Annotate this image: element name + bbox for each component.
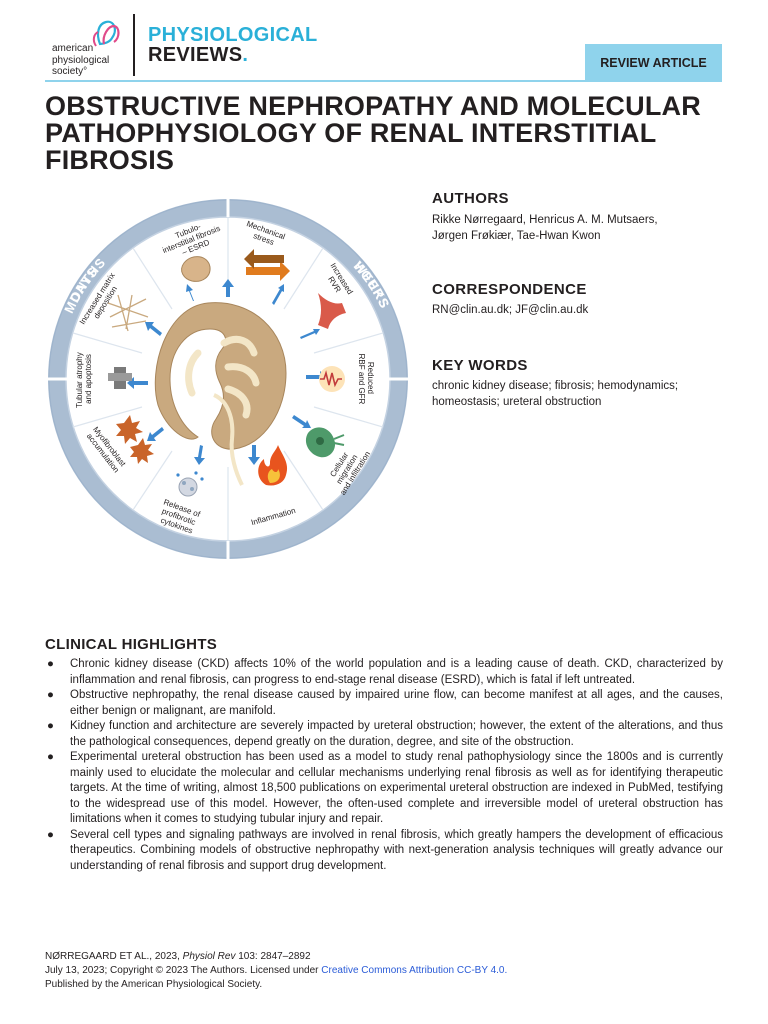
article-title: OBSTRUCTIVE NEPHROPATHY AND MOLECULAR PA… — [45, 91, 701, 175]
publisher-line: Published by the American Physiological … — [45, 979, 263, 990]
journal-name-line2: REVIEWS. — [148, 44, 248, 67]
highlight-text: Obstructive nephropathy, the renal disea… — [70, 689, 723, 717]
society-logo-icon — [92, 20, 120, 47]
authors-heading: AUTHORS — [432, 190, 509, 207]
keywords-line: homeostasis; ureteral obstruction — [432, 396, 602, 408]
flow-wave-icon — [319, 366, 345, 392]
label-reduced-rbf: Reduced RBF and GFR — [357, 354, 375, 405]
correspondence-emails[interactable]: RN@clin.au.dk; JF@clin.au.dk — [432, 304, 589, 316]
highlights-heading: CLINICAL HIGHLIGHTS — [45, 636, 218, 653]
keywords-list: chronic kidney disease; fibrosis; hemody… — [432, 378, 732, 410]
bullet: ● — [47, 689, 54, 701]
keywords-heading: KEY WORDS — [432, 357, 528, 374]
migrating-cell-icon — [305, 427, 345, 458]
constricted-vessel-icon — [318, 293, 346, 329]
bullet: ● — [47, 720, 54, 732]
authors-line: Jørgen Frøkiær, Tae-Hwan Kwon — [432, 230, 601, 242]
highlights-list: ● Chronic kidney disease (CKD) affects 10… — [45, 657, 723, 874]
kidney-icon — [154, 302, 287, 486]
graphical-abstract: MONTHS HOURS DAYS WEEKS — [48, 193, 408, 565]
license-link[interactable]: Creative Commons Attribution CC-BY 4.0. — [321, 965, 508, 976]
header-rule — [45, 80, 722, 82]
citation-authors: NØRREGAARD ET AL., 2023, — [45, 951, 180, 962]
list-item: ● Kidney function and architecture are se… — [45, 719, 723, 750]
journal-name-line1: PHYSIOLOGICAL — [148, 24, 318, 46]
citation-line: NØRREGAARD ET AL., 2023, Physiol Rev 103… — [45, 950, 507, 964]
list-item: ● Obstructive nephropathy, the renal dise… — [45, 688, 723, 719]
label-tubular-atrophy: Tubular atrophy and apoptosis — [75, 350, 93, 408]
list-item: ● Chronic kidney disease (CKD) affects 10… — [45, 657, 723, 688]
list-item: ● Several cell types and signaling pathwa… — [45, 828, 723, 875]
highlight-text: Chronic kidney disease (CKD) affects 10%… — [70, 658, 723, 686]
citation-footer: NØRREGAARD ET AL., 2023, Physiol Rev 103… — [45, 950, 507, 992]
society-name-line: american — [52, 43, 94, 54]
society-name: american physiological society° — [52, 43, 109, 78]
society-name-line: society° — [52, 66, 88, 77]
citation-volume: 103: 2847–2892 — [238, 951, 311, 962]
mechanical-stress-icon — [244, 249, 290, 281]
list-item: ● Experimental ureteral obstruction has b… — [45, 750, 723, 828]
society-name-line: physiological — [52, 54, 110, 66]
highlight-text: Experimental ureteral obstruction has be… — [70, 751, 723, 825]
correspondence-heading: CORRESPONDENCE — [432, 281, 587, 298]
journal-name-dot: . — [242, 44, 249, 66]
bullet: ● — [47, 658, 54, 670]
keywords-line: chronic kidney disease; fibrosis; hemody… — [432, 380, 679, 392]
citation-journal: Physiol Rev — [182, 951, 236, 962]
myofibroblast-icon — [116, 415, 154, 464]
highlight-text: Kidney function and architecture are sev… — [70, 720, 723, 748]
authors-list: Rikke Nørregaard, Henricus A. M. Mutsaer… — [432, 212, 732, 244]
authors-line: Rikke Nørregaard, Henricus A. M. Mutsaer… — [432, 214, 658, 226]
article-type-badge: REVIEW ARTICLE — [585, 44, 722, 81]
tubular-atrophy-icon — [108, 367, 132, 389]
copyright-text: July 13, 2023; Copyright © 2023 The Auth… — [45, 965, 319, 976]
copyright-line: July 13, 2023; Copyright © 2023 The Auth… — [45, 964, 507, 978]
flame-icon — [258, 445, 288, 486]
cytokine-release-icon — [176, 471, 204, 497]
highlight-text: Several cell types and signaling pathway… — [70, 828, 723, 872]
header-divider — [133, 14, 135, 76]
fibrotic-kidney-icon — [181, 256, 211, 282]
matrix-deposition-icon — [107, 294, 149, 332]
journal-name-reviews: REVIEWS — [148, 44, 243, 66]
bullet: ● — [47, 751, 54, 763]
bullet: ● — [47, 828, 54, 841]
